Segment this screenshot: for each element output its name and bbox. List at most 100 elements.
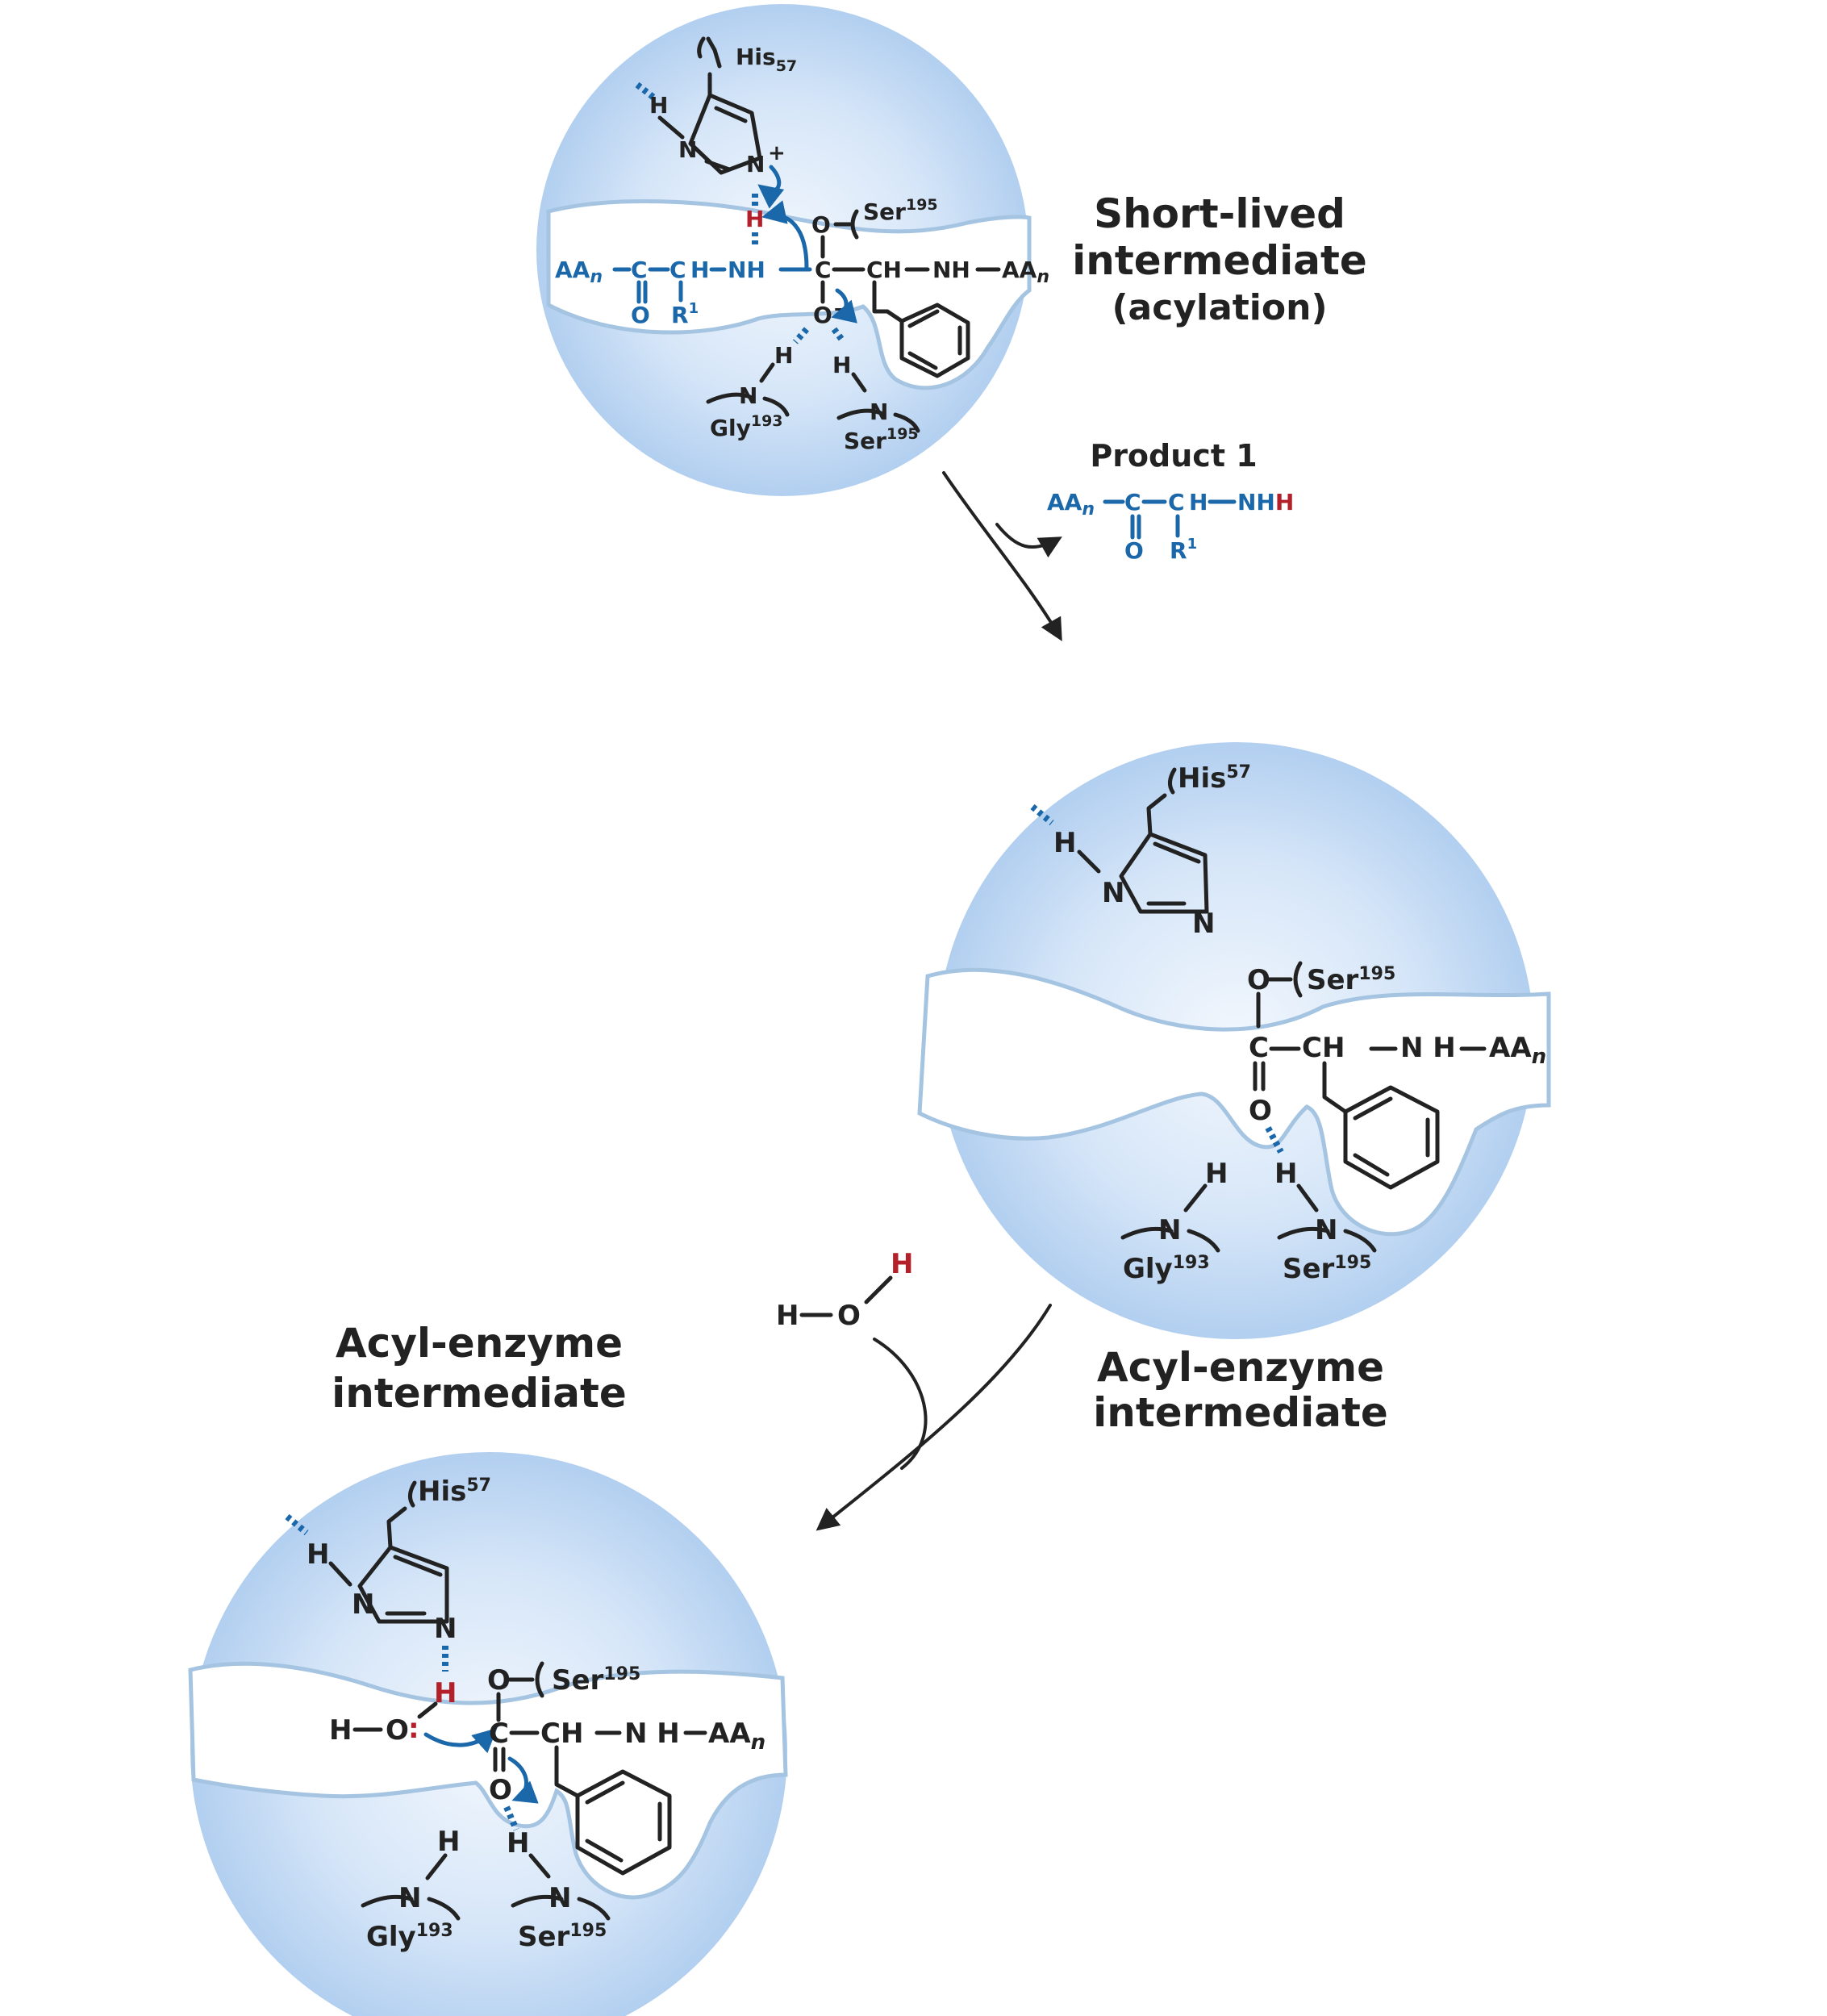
tetrahedral-c: C	[815, 257, 832, 283]
water-o: O	[837, 1300, 861, 1332]
leaving-nh: NH	[728, 257, 765, 283]
ser-o-atom: O	[811, 211, 831, 238]
ser195-nh-label: Ser195	[844, 425, 919, 454]
r1-group: R1	[671, 300, 699, 328]
alpha-h: H	[690, 257, 709, 283]
short-lived-title-line2: intermediate	[1072, 237, 1367, 284]
nh-atom: N H	[1400, 1032, 1456, 1064]
ser-nh-h-bond	[831, 327, 847, 344]
his-h-atom: H	[307, 1538, 329, 1571]
gly-nh-h: H	[1205, 1158, 1228, 1190]
his-n1-atom: N	[352, 1588, 374, 1621]
ser-o-atom: O	[487, 1664, 511, 1697]
acyl-right-title-line1: Acyl-enzyme	[1097, 1344, 1384, 1391]
his57-residue: His57 H N N	[1030, 762, 1251, 940]
ser195-label: Ser195	[863, 196, 938, 225]
his-n3-atom: N	[746, 151, 765, 177]
ser195-n: N	[1315, 1214, 1337, 1246]
ser195-n: N	[549, 1882, 571, 1914]
product-alpha-c: C	[1168, 489, 1185, 515]
water-molecule: H O H	[776, 1248, 913, 1332]
water-entry-arrow	[873, 1338, 928, 1470]
his-n3-atom: N	[434, 1613, 457, 1645]
his57-residue: His57 H N N	[285, 1475, 491, 1645]
acyl-c: C	[489, 1718, 509, 1750]
alpha-c: C	[669, 257, 686, 283]
acyl-left-title-line2: intermediate	[332, 1370, 627, 1417]
product-carbonyl-o: O	[1124, 537, 1144, 564]
gly-nh-h: H	[437, 1826, 460, 1858]
short-lived-title-line1: Short-lived	[1094, 190, 1345, 237]
his-n1-atom: N	[678, 136, 697, 163]
product1-label: Product 1	[1090, 438, 1257, 474]
water-h-left: H	[329, 1714, 352, 1747]
gly-n: N	[739, 382, 757, 409]
product-nhh: NHH	[1237, 489, 1294, 515]
substrate-cleft	[917, 967, 1551, 1237]
nh-atom: N H	[624, 1718, 680, 1750]
water-h-left: H	[776, 1300, 799, 1332]
his-h-atom: H	[1053, 827, 1076, 859]
carbonyl-o: O	[631, 302, 650, 328]
product-alpha-h: H	[1189, 489, 1208, 515]
aa-n-right: AAn	[1489, 1032, 1546, 1069]
product-release-arrow	[995, 523, 1062, 558]
substrate-chain: AAn C O C H R1 NH	[555, 257, 812, 328]
product-1: Product 1 AAn C O C H R1 NHH	[1047, 438, 1294, 564]
positive-charge: +	[768, 141, 786, 165]
panel-acyl-enzyme-left: His57 H N N H H O : O Ser195 C CH N H	[188, 1452, 788, 2016]
short-lived-title-line3: (acylation)	[1112, 287, 1327, 328]
aa-n-right: AAn	[1002, 257, 1049, 287]
his57-label: His57	[418, 1475, 491, 1508]
reaction-arrow-2	[815, 1304, 1052, 1531]
aa-n-right: AAn	[708, 1718, 765, 1755]
ser195-label: Ser195	[1307, 964, 1395, 996]
product-aa-n: AAn	[1047, 489, 1095, 520]
product-r1: R1	[1170, 536, 1197, 564]
acyl-carbonyl-o: O	[1249, 1095, 1272, 1127]
panel-short-lived-intermediate: His57 H N N + H O Ser195 AAn C O C H	[536, 4, 1049, 496]
acyl-left-title-line1: Acyl-enzyme	[336, 1320, 623, 1367]
gly-nh-h: H	[774, 342, 793, 369]
gly-h-bond	[792, 327, 810, 344]
gly-n: N	[1158, 1214, 1181, 1246]
ser195-label: Ser195	[552, 1664, 640, 1697]
ser195-nh-label: Ser195	[1283, 1253, 1371, 1285]
nucleophilic-attack-arrow	[423, 1727, 498, 1754]
water-o: O	[386, 1714, 409, 1747]
oxyanion: O	[813, 302, 832, 328]
panel-acyl-enzyme-right: His57 H N N O Ser195 C CH N H AAn O	[917, 742, 1551, 1339]
electron-push-arrow	[757, 165, 785, 209]
his-h-atom: H	[649, 92, 668, 119]
product-carbonyl-c: C	[1124, 489, 1141, 515]
reaction-arrow-1	[942, 471, 1062, 641]
ch-atom: CH	[1302, 1032, 1345, 1064]
nh-atom: NH	[932, 257, 970, 283]
oxyanion-arrow	[831, 288, 857, 323]
ch-atom: CH	[540, 1718, 583, 1750]
ser195-n: N	[870, 399, 888, 425]
acyl-c: C	[1249, 1032, 1269, 1064]
gly193-label: Gly193	[1123, 1253, 1210, 1285]
his57-label: His57	[1178, 762, 1251, 795]
gly-n: N	[398, 1882, 421, 1914]
lone-pair: :	[408, 1713, 419, 1745]
carbonyl-c: C	[631, 257, 648, 283]
carbonyl-arrow	[507, 1756, 539, 1804]
gly193-label: Gly193	[710, 412, 783, 441]
his57-label: His57	[736, 44, 797, 75]
gly193-label: Gly193	[366, 1921, 453, 1953]
his-n3-atom: N	[1192, 908, 1215, 940]
ser195-nh-label: Ser195	[518, 1921, 607, 1953]
his57-residue: His57 H N N +	[635, 36, 797, 209]
transferred-proton: H	[745, 206, 764, 232]
proton-transfer-arrow	[761, 200, 809, 270]
his-n1-atom: N	[1102, 877, 1124, 909]
substrate-cleft	[188, 1661, 788, 1900]
water-h-red: H	[891, 1248, 913, 1280]
ch-atom: CH	[866, 257, 902, 283]
ser-nh-h: H	[507, 1827, 529, 1859]
aa-n-left: AAn	[555, 257, 603, 287]
ser-nh-h: H	[832, 352, 851, 378]
ser-nh-h: H	[1274, 1158, 1297, 1190]
